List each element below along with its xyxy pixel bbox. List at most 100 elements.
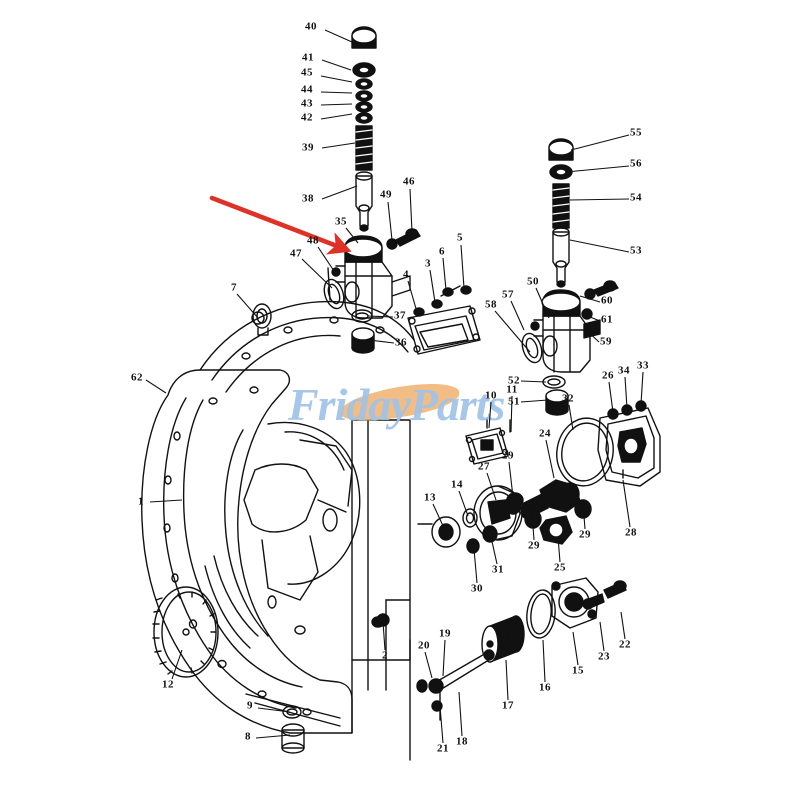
callout-number-4: 4: [403, 268, 409, 281]
ring-gear-part-12: [152, 586, 219, 678]
callout-number-6: 6: [439, 245, 445, 258]
leader-line: [257, 707, 291, 713]
callout-number-50: 50: [527, 275, 539, 288]
callout-number-61: 61: [601, 313, 613, 326]
callout-number-38: 38: [302, 192, 314, 205]
callout-number-8: 8: [245, 730, 251, 743]
leader-line: [409, 188, 413, 233]
callout-number-52: 52: [508, 374, 520, 387]
leader-line: [368, 339, 395, 344]
callout-number-29: 29: [579, 528, 591, 541]
valve-body-right-part-50: [521, 280, 619, 373]
leader-line: [565, 165, 630, 173]
callout-number-55: 55: [630, 126, 642, 139]
leader-line: [442, 257, 447, 291]
callout-number-57: 57: [502, 288, 514, 301]
callout-number-49: 49: [380, 188, 392, 201]
gear-part-25: [539, 515, 573, 545]
o-ring-part-16: [526, 589, 556, 639]
callout-number-28: 28: [625, 526, 637, 539]
callout-number-47: 47: [290, 247, 302, 260]
callout-number-24: 24: [539, 427, 551, 440]
leader-line: [568, 404, 574, 431]
leader-line: [520, 399, 549, 403]
callout-number-37: 37: [394, 309, 406, 322]
callout-number-29: 29: [528, 539, 540, 552]
callout-number-31: 31: [492, 563, 504, 576]
leader-line: [510, 300, 525, 331]
leader-line: [236, 293, 259, 319]
leader-line: [510, 395, 513, 433]
pump-cover-block: [597, 400, 661, 487]
callout-number-11: 11: [506, 383, 518, 396]
callout-number-21: 21: [437, 742, 449, 755]
callout-number-35: 35: [335, 215, 347, 228]
leader-line: [367, 315, 394, 318]
leader-line: [321, 142, 356, 149]
callout-number-13: 13: [424, 491, 436, 504]
callout-number-22: 22: [619, 638, 631, 651]
leader-line: [608, 381, 614, 413]
leader-line: [149, 499, 183, 503]
leader-line: [570, 134, 630, 151]
callout-number-34: 34: [618, 364, 630, 377]
leader-line: [488, 401, 492, 429]
callout-number-36: 36: [395, 336, 407, 349]
leader-line: [320, 75, 353, 83]
leader-line: [317, 246, 335, 272]
leader-line: [640, 371, 644, 405]
seal-part-7: [252, 303, 272, 336]
callout-number-20: 20: [418, 639, 430, 652]
callout-number-15: 15: [572, 664, 584, 677]
red-arrow-line: [209, 195, 352, 255]
callout-number-48: 48: [307, 234, 319, 247]
leader-line: [387, 201, 393, 241]
callout-number-30: 30: [471, 582, 483, 595]
leader-line: [572, 631, 579, 666]
callout-number-40: 40: [305, 20, 317, 33]
watermark-text: FridayParts: [288, 379, 505, 430]
callout-number-12: 12: [162, 678, 174, 691]
leader-line: [458, 490, 469, 517]
leader-line: [535, 287, 550, 319]
callout-number-27: 27: [478, 460, 490, 473]
leader-line: [382, 621, 386, 651]
leader-line: [171, 649, 183, 680]
linkage-rod-group: [409, 639, 495, 761]
leader-line: [432, 503, 445, 529]
leader-line: [490, 536, 498, 565]
leader-line: [324, 29, 353, 43]
callout-number-33: 33: [637, 359, 649, 372]
leader-line: [439, 705, 444, 744]
callout-number-41: 41: [302, 51, 314, 64]
callout-number-46: 46: [403, 175, 415, 188]
callout-number-17: 17: [502, 699, 514, 712]
callout-number-25: 25: [554, 561, 566, 574]
leader-line: [569, 198, 630, 201]
leader-line: [407, 280, 418, 313]
square-cover-plate-10-11: [465, 417, 511, 465]
callout-number-19: 19: [439, 627, 451, 640]
bushes-30-31: [466, 525, 498, 554]
leader-line: [569, 239, 630, 253]
leader-line: [442, 639, 446, 677]
callout-number-43: 43: [301, 97, 313, 110]
leader-line: [622, 479, 631, 528]
leader-line: [429, 269, 436, 303]
leader-line: [320, 103, 353, 106]
leader-line: [542, 639, 546, 683]
valve-body-left-part-35: [323, 235, 411, 354]
leader-line: [624, 376, 628, 409]
callout-number-2: 2: [382, 649, 388, 662]
callout-number-5: 5: [457, 231, 463, 244]
stack-left-column: [351, 26, 377, 232]
callout-number-26: 26: [602, 369, 614, 382]
leader-line: [321, 59, 352, 71]
callout-number-51: 51: [508, 395, 520, 408]
leader-line: [584, 314, 601, 322]
callout-number-60: 60: [601, 294, 613, 307]
